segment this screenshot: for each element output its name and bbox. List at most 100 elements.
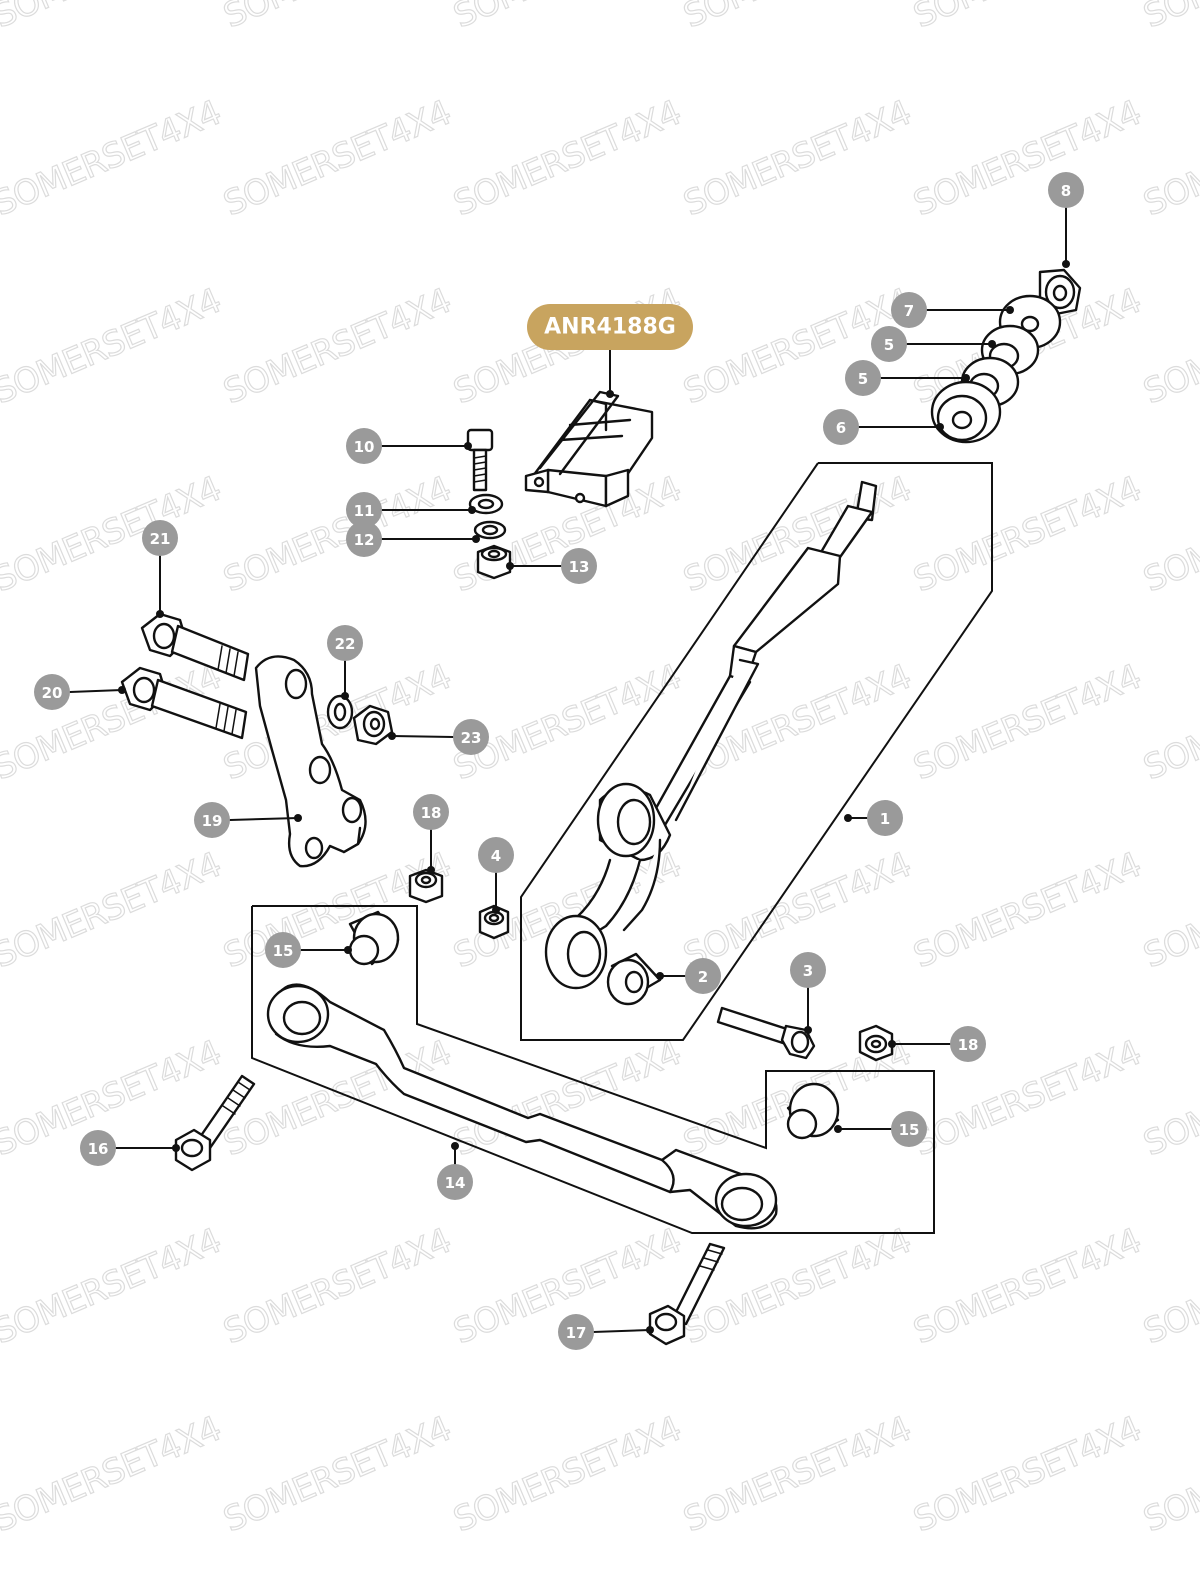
callout-circle[interactable] bbox=[891, 292, 927, 328]
watermark-text: SOMERSET4X4 bbox=[0, 1221, 226, 1352]
callout-circle[interactable] bbox=[891, 1111, 927, 1147]
leader-dot-5 bbox=[962, 374, 970, 382]
part-number-label[interactable]: ANR4188G bbox=[527, 304, 693, 398]
watermark-text: SOMERSET4X4 bbox=[678, 1221, 917, 1352]
callout-circle[interactable] bbox=[142, 520, 178, 556]
callout-badge-15[interactable]: 15 bbox=[891, 1111, 927, 1147]
callout-badge-5[interactable]: 5 bbox=[845, 360, 881, 396]
leader-dot-5 bbox=[988, 340, 996, 348]
callout-circle[interactable] bbox=[950, 1026, 986, 1062]
callout-circle[interactable] bbox=[346, 521, 382, 557]
callout-badge-12[interactable]: 12 bbox=[346, 521, 382, 557]
leader-dot-18 bbox=[888, 1040, 896, 1048]
callout-label: 22 bbox=[335, 635, 356, 653]
callout-circle[interactable] bbox=[34, 674, 70, 710]
callout-badge-22[interactable]: 22 bbox=[327, 625, 363, 661]
bush-part-15-lower bbox=[786, 1082, 840, 1140]
callout-badge-11[interactable]: 11 bbox=[346, 492, 382, 528]
watermark-text: SOMERSET4X4 bbox=[448, 1409, 687, 1540]
part-number-pill[interactable] bbox=[527, 304, 693, 350]
leader-dot-11 bbox=[468, 506, 476, 514]
watermark-text: SOMERSET4X4 bbox=[1138, 1033, 1200, 1164]
callout-label: 5 bbox=[884, 336, 894, 354]
callout-badge-21[interactable]: 21 bbox=[142, 520, 178, 556]
watermark-text: SOMERSET4X4 bbox=[1138, 657, 1200, 788]
watermark-text: SOMERSET4X4 bbox=[218, 281, 457, 412]
leader-dot-1 bbox=[844, 814, 852, 822]
watermark-text: SOMERSET4X4 bbox=[218, 1409, 457, 1540]
leader-dot-21 bbox=[156, 610, 164, 618]
leader-dot-8 bbox=[1062, 260, 1070, 268]
cup-washer-part-6 bbox=[930, 380, 1002, 444]
callout-badge-15[interactable]: 15 bbox=[265, 932, 301, 968]
callout-badge-18[interactable]: 18 bbox=[413, 794, 449, 830]
callout-circle[interactable] bbox=[478, 837, 514, 873]
callout-circle[interactable] bbox=[561, 548, 597, 584]
callout-circle[interactable] bbox=[867, 800, 903, 836]
callout-circle[interactable] bbox=[558, 1314, 594, 1350]
callout-circle[interactable] bbox=[413, 794, 449, 830]
callout-label: 19 bbox=[202, 812, 223, 830]
bolt-part-17 bbox=[648, 1242, 726, 1346]
callout-circle[interactable] bbox=[327, 625, 363, 661]
callout-circle[interactable] bbox=[453, 719, 489, 755]
callout-circle[interactable] bbox=[871, 326, 907, 362]
callout-badge-6[interactable]: 6 bbox=[823, 409, 859, 445]
callout-circle[interactable] bbox=[1048, 172, 1084, 208]
leader-dot-6 bbox=[936, 423, 944, 431]
nut-part-18-right bbox=[858, 1024, 894, 1062]
callout-label: 6 bbox=[836, 419, 846, 437]
watermark-text: SOMERSET4X4 bbox=[0, 0, 226, 36]
callout-circle[interactable] bbox=[790, 952, 826, 988]
watermark-text: SOMERSET4X4 bbox=[678, 1409, 917, 1540]
callout-badge-2[interactable]: 2 bbox=[685, 958, 721, 994]
callout-circle[interactable] bbox=[823, 409, 859, 445]
bolt-part-10 bbox=[466, 428, 494, 492]
leader-dot-23 bbox=[388, 732, 396, 740]
callout-circle[interactable] bbox=[80, 1130, 116, 1166]
nut-part-4 bbox=[478, 904, 510, 940]
callout-label: 5 bbox=[858, 370, 868, 388]
bolt-part-3 bbox=[716, 1006, 816, 1060]
callout-circle[interactable] bbox=[685, 958, 721, 994]
watermark-text: SOMERSET4X4 bbox=[0, 469, 226, 600]
callout-badge-19[interactable]: 19 bbox=[194, 802, 230, 838]
leader-dot-7 bbox=[1006, 306, 1014, 314]
callout-circle[interactable] bbox=[437, 1164, 473, 1200]
callout-badge-14[interactable]: 14 bbox=[437, 1164, 473, 1200]
leader-dot-14 bbox=[451, 1142, 459, 1150]
watermark-text: SOMERSET4X4 bbox=[908, 1033, 1147, 1164]
callout-label: 14 bbox=[445, 1174, 466, 1192]
callout-badge-13[interactable]: 13 bbox=[561, 548, 597, 584]
callout-badge-23[interactable]: 23 bbox=[453, 719, 489, 755]
frame-assembly-14 bbox=[251, 905, 935, 1234]
callout-badge-4[interactable]: 4 bbox=[478, 837, 514, 873]
callout-label: 23 bbox=[461, 729, 482, 747]
callout-circle[interactable] bbox=[346, 428, 382, 464]
watermark-text: SOMERSET4X4 bbox=[1138, 93, 1200, 224]
callout-circle[interactable] bbox=[194, 802, 230, 838]
callout-label: 15 bbox=[273, 942, 294, 960]
bush-part-15-upper bbox=[348, 910, 400, 966]
callout-badge-17[interactable]: 17 bbox=[558, 1314, 594, 1350]
callout-circle[interactable] bbox=[845, 360, 881, 396]
callout-badge-1[interactable]: 1 bbox=[867, 800, 903, 836]
callout-badge-3[interactable]: 3 bbox=[790, 952, 826, 988]
callout-badge-7[interactable]: 7 bbox=[891, 292, 927, 328]
callout-badge-18[interactable]: 18 bbox=[950, 1026, 986, 1062]
callout-circle[interactable] bbox=[346, 492, 382, 528]
watermark-text: SOMERSET4X4 bbox=[0, 657, 226, 788]
callout-badge-20[interactable]: 20 bbox=[34, 674, 70, 710]
leader-dot-17 bbox=[646, 1326, 654, 1334]
callout-badge-8[interactable]: 8 bbox=[1048, 172, 1084, 208]
leader-dot-18 bbox=[427, 866, 435, 874]
callout-label: 18 bbox=[421, 804, 442, 822]
watermark-text: SOMERSET4X4 bbox=[908, 657, 1147, 788]
mounting-bracket-anr4188g bbox=[524, 390, 654, 508]
callout-badge-16[interactable]: 16 bbox=[80, 1130, 116, 1166]
callout-circle[interactable] bbox=[265, 932, 301, 968]
callout-label: 20 bbox=[42, 684, 63, 702]
callout-badge-5[interactable]: 5 bbox=[871, 326, 907, 362]
callout-badge-10[interactable]: 10 bbox=[346, 428, 382, 464]
